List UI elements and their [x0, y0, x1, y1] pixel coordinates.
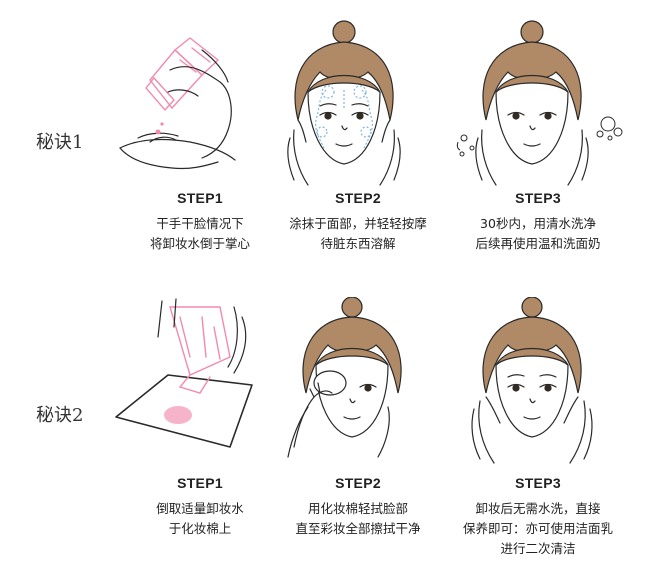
description-line: 卸妆后无需水洗，直接	[475, 501, 601, 516]
step-title: STEP1	[177, 475, 223, 491]
step-card: STEP1 干手干脸情况下 将卸妆水倒于掌心	[110, 20, 290, 280]
section-label: 秘诀1	[36, 132, 84, 153]
step-description: 卸妆后无需水洗，直接 保养即可：亦可使用洁面乳 进行二次清洁	[448, 499, 628, 559]
pour-on-palm-illustration	[119, 37, 236, 170]
section-1: 秘诀1	[36, 20, 628, 280]
step-card: STEP1 倒取适量卸妆水 于化妆棉上	[110, 297, 290, 567]
description-line: 后续再使用温和洗面奶	[475, 236, 601, 251]
wipe-face-illustration	[287, 297, 402, 458]
step-card: STEP3 30秒内，用清水洗净 后续再使用温和洗面奶	[448, 20, 628, 280]
face-massage-illustration	[287, 20, 401, 186]
step-description: 用化妆棉轻拭脸部 直至彩妆全部擦拭干净	[268, 499, 448, 539]
step-description: 涂抹于面部，并轻轻按摩 待脏东西溶解	[268, 214, 448, 254]
step-title: STEP1	[177, 190, 223, 206]
description-line: 于化妆棉上	[168, 521, 232, 536]
section-2: 秘诀2 STEP1 倒取适量卸妆水 于化妆棉上	[0, 285, 665, 570]
description-line: 直至彩妆全部擦拭干净	[295, 521, 421, 536]
section-label: 秘诀2	[36, 405, 84, 426]
step-description: 倒取适量卸妆水 于化妆棉上	[110, 499, 290, 539]
description-line: 倒取适量卸妆水	[156, 501, 244, 516]
step-card: STEP2 涂抹于面部，并轻轻按摩 待脏东西溶解	[268, 20, 448, 280]
step-description: 干手干脸情况下 将卸妆水倒于掌心	[110, 214, 290, 254]
wash-face-illustration	[456, 20, 623, 186]
face-care-illustration	[471, 297, 593, 464]
cotton-pad-illustration	[115, 298, 253, 448]
step-title: STEP2	[335, 475, 381, 491]
description-line: 干手干脸情况下	[156, 216, 244, 231]
step-card: STEP3 卸妆后无需水洗，直接 保养即可：亦可使用洁面乳 进行二次清洁	[448, 297, 628, 567]
step-description: 30秒内，用清水洗净 后续再使用温和洗面奶	[448, 214, 628, 254]
step-card: STEP2 用化妆棉轻拭脸部 直至彩妆全部擦拭干净	[268, 297, 448, 567]
step-title: STEP3	[515, 475, 561, 491]
description-line: 进行二次清洁	[500, 541, 576, 556]
step-title: STEP2	[335, 190, 381, 206]
step-title: STEP3	[515, 190, 561, 206]
description-line: 将卸妆水倒于掌心	[149, 236, 250, 251]
description-line: 涂抹于面部，并轻轻按摩	[289, 216, 427, 231]
description-line: 用化妆棉轻拭脸部	[307, 501, 408, 516]
description-line: 30秒内，用清水洗净	[480, 216, 596, 231]
description-line: 待脏东西溶解	[320, 236, 396, 251]
description-line: 保养即可：亦可使用洁面乳	[462, 521, 613, 536]
